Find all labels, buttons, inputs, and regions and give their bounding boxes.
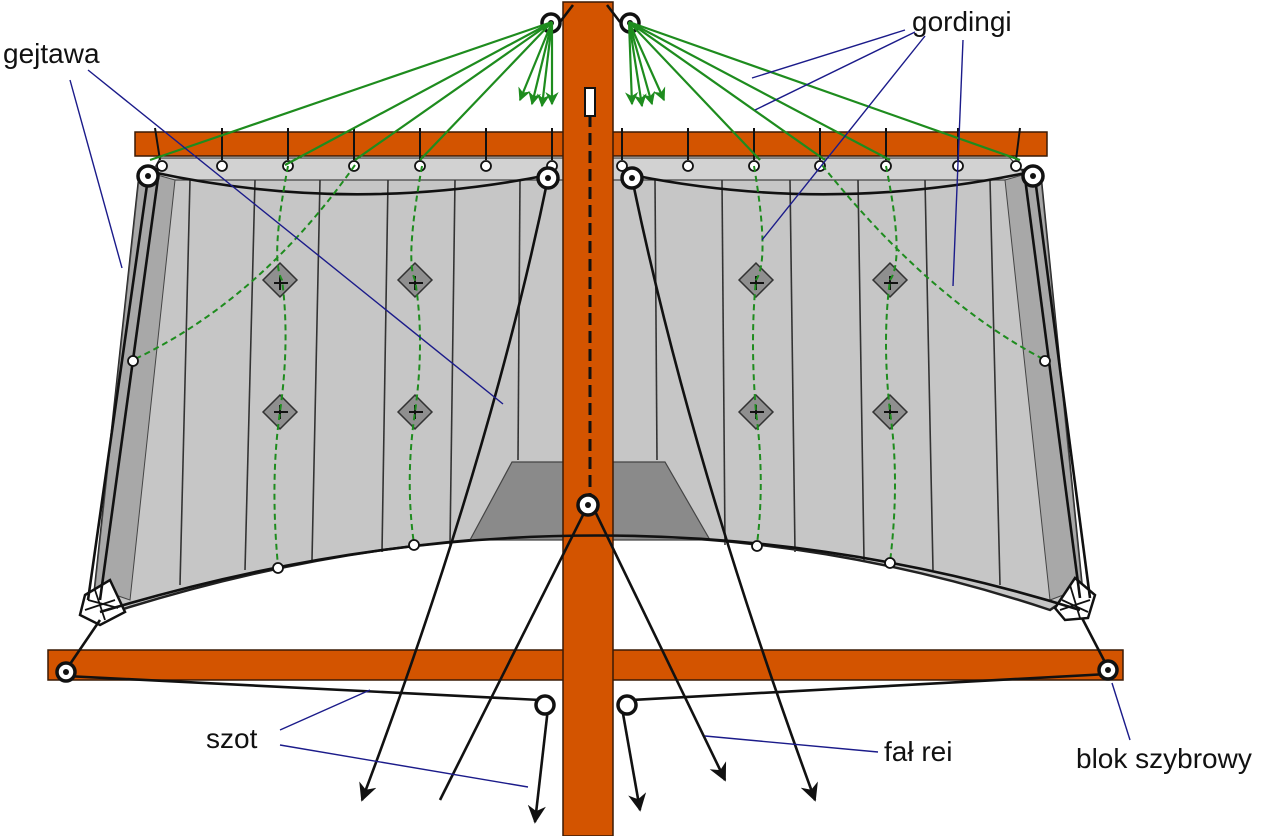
clew-patches [78,576,1097,627]
mast [562,1,614,836]
black-ropes [64,4,1110,824]
sheet-block-left [534,694,556,716]
label-fal-rei: fał rei [884,736,953,767]
leader-lines [69,29,1131,788]
mast-sheave [584,87,596,117]
sheet-block-right [616,694,638,716]
label-szot: szot [206,723,258,754]
buntlines [127,20,1051,574]
blocks [55,12,1119,716]
label-blok-szybrowy: blok szybrowy [1076,743,1252,774]
label-gejtawa: gejtawa [3,38,100,69]
label-gordingi: gordingi [912,6,1012,37]
